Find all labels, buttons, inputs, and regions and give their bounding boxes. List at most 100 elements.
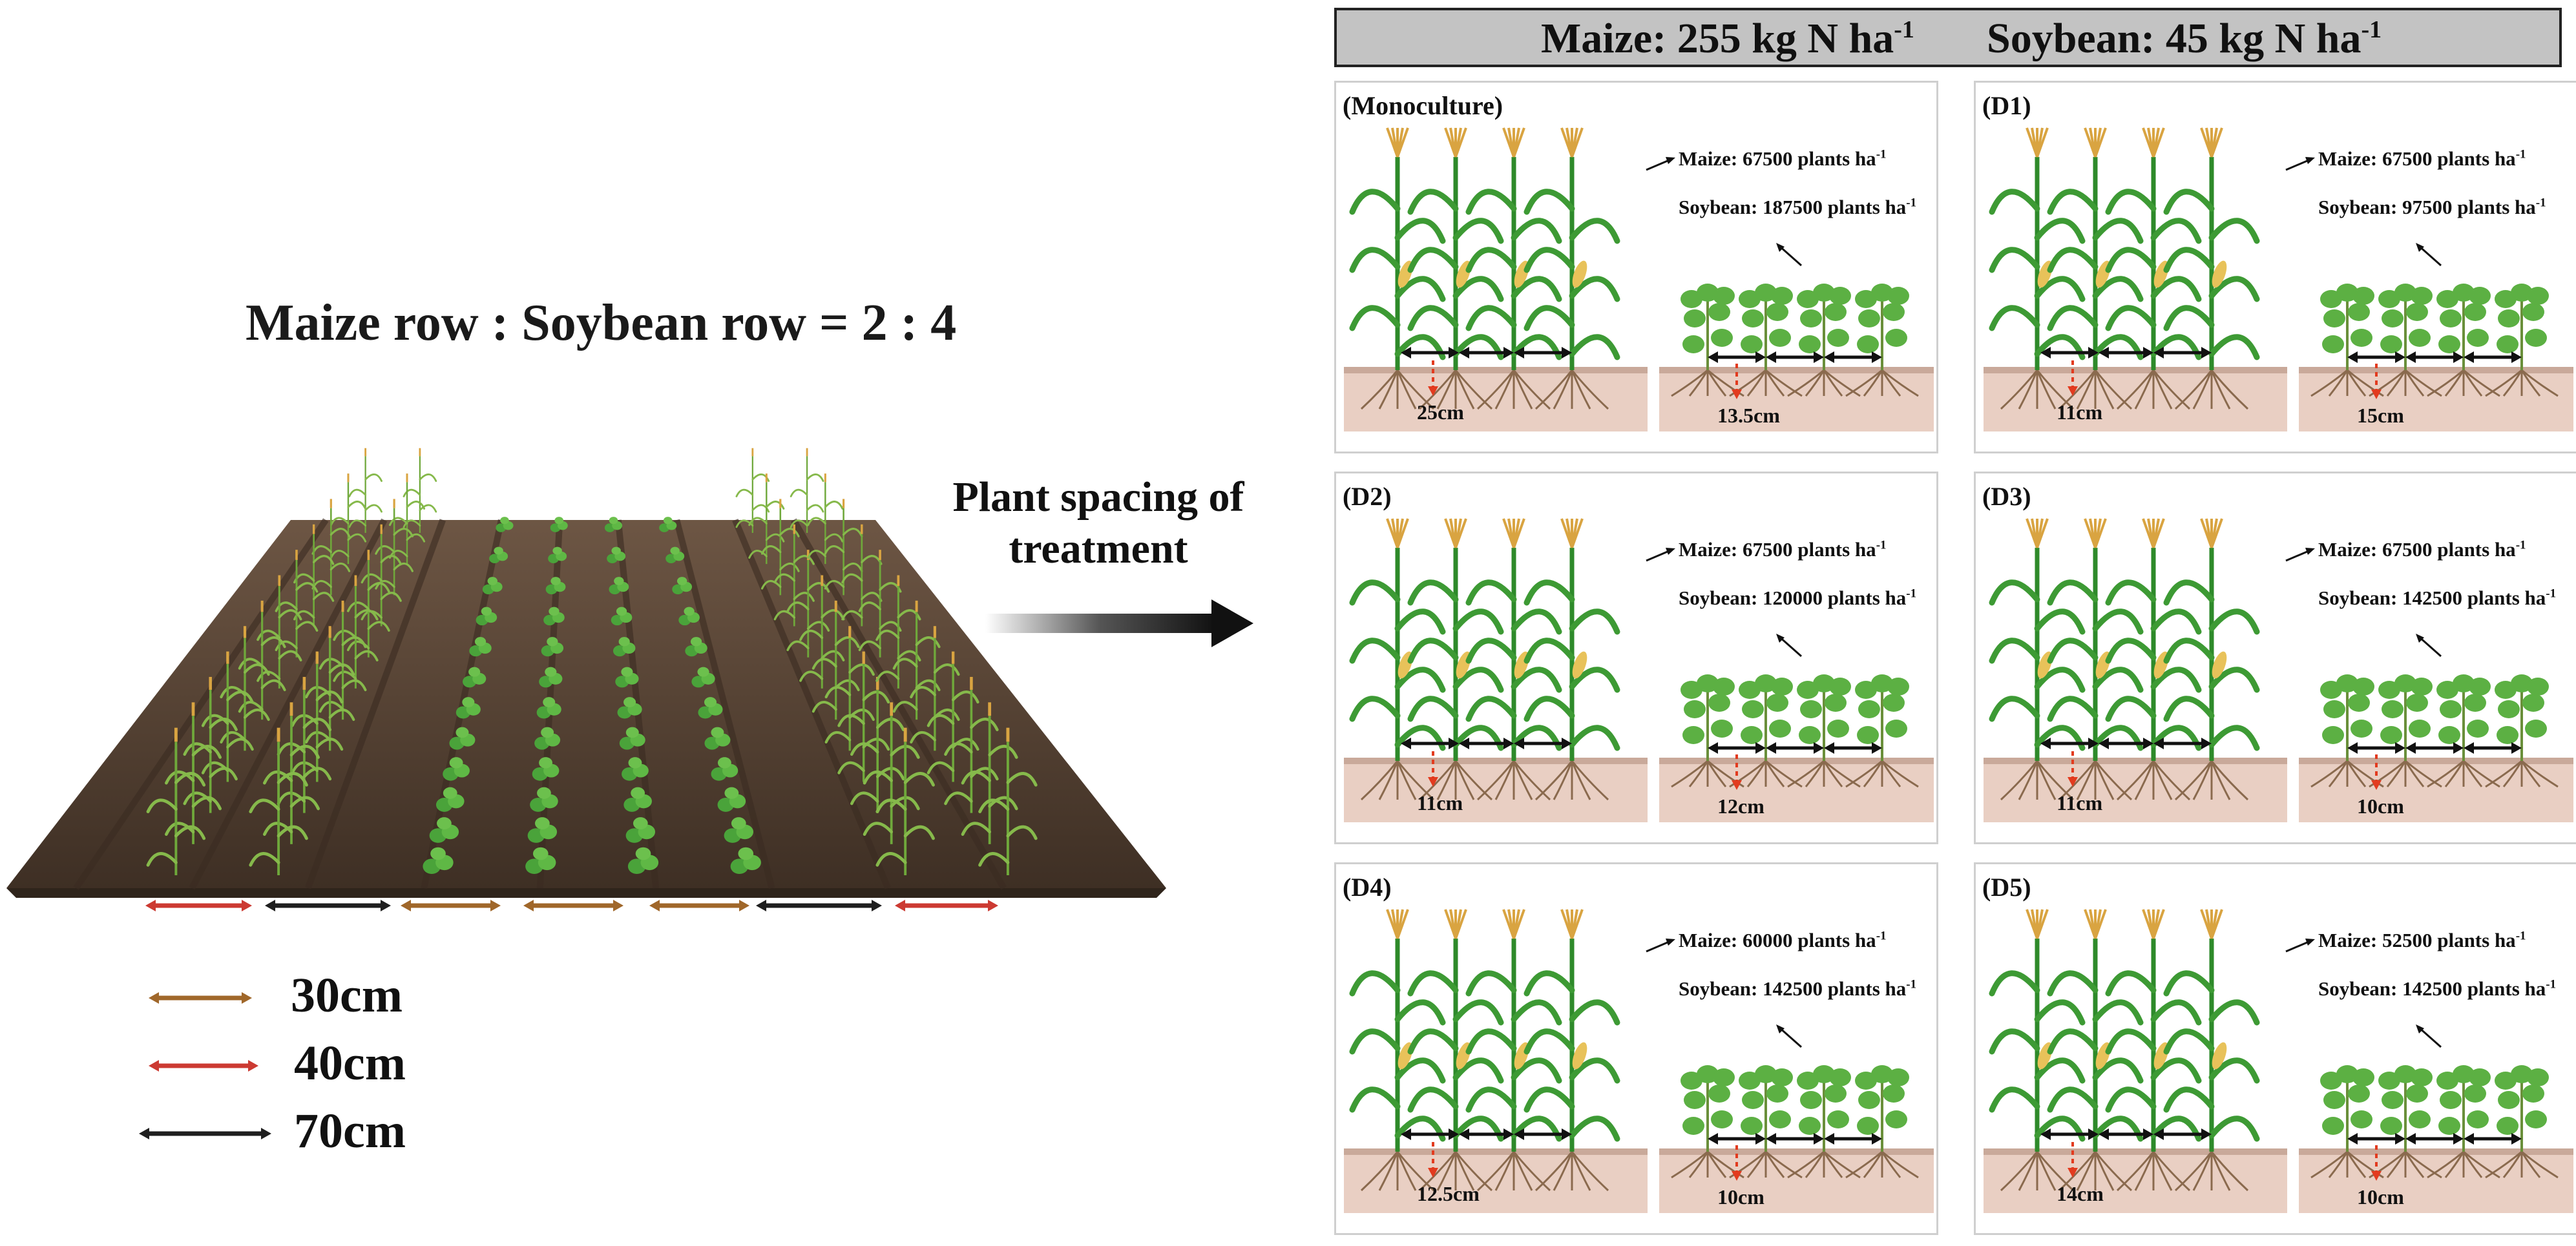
header-maize-n: Maize: 255 kg N ha-1: [1541, 15, 1914, 62]
maize-plant: [2163, 518, 2260, 761]
soybean-plant: [1681, 674, 1735, 761]
soybean-density-label: Soybean: 142500 plants ha-1: [1679, 977, 1917, 1000]
soybean-plant: [2495, 1065, 2549, 1152]
maize-plant: [2047, 909, 2144, 1152]
maize-plant: [1407, 127, 1504, 370]
soybean-spacing-label: 13.5cm: [1717, 404, 1780, 427]
maize-plant: [1349, 909, 1446, 1152]
panel-label: (D2): [1343, 482, 1392, 511]
soybean-spacing-label: 10cm: [2357, 1185, 2404, 1209]
maize-spacing-label: 14cm: [2057, 1182, 2104, 1205]
maize-plant: [2105, 518, 2202, 761]
panel-label: (D5): [1982, 873, 2031, 902]
legend-label-70cm: 70cm: [294, 1104, 406, 1158]
panel-illustration: [1344, 909, 1934, 1213]
soybean-plant: [2320, 1065, 2374, 1152]
panel-illustration: [1344, 518, 1934, 822]
maize-plant: [1524, 127, 1620, 370]
soybean-plant: [2378, 674, 2433, 761]
maize-plant: [1465, 909, 1562, 1152]
maize-density-label: Maize: 67500 plants ha-1: [1679, 147, 1887, 170]
soybean-spacing-label: 12cm: [1717, 794, 1764, 818]
maize-density-label: Maize: 52500 plants ha-1: [2318, 929, 2526, 951]
soybean-plant: [2436, 1065, 2491, 1152]
maize-spacing-label: 11cm: [1417, 791, 1463, 815]
soil-edge: [6, 888, 1166, 898]
panel-illustration: [1984, 127, 2573, 431]
legend-arrows: [139, 992, 271, 1139]
soybean-plant: [2436, 284, 2491, 370]
soybean-density-label: Soybean: 142500 plants ha-1: [2318, 587, 2557, 609]
maize-plant: [2163, 127, 2260, 370]
arrow-label: Plant spacing of treatment: [937, 472, 1260, 575]
right-arrow-icon: [985, 599, 1253, 647]
maize-plant: [1465, 518, 1562, 761]
soybean-density-label: Soybean: 97500 plants ha-1: [2318, 196, 2546, 218]
maize-density-label: Maize: 67500 plants ha-1: [2318, 147, 2526, 170]
soybean-plant: [1797, 1065, 1851, 1152]
soybean-plant: [1739, 284, 1793, 370]
soybean-plant: [1855, 1065, 1909, 1152]
soybean-plant: [2378, 284, 2433, 370]
maize-plant: [1407, 518, 1504, 761]
field-title: Maize row : Soybean row = 2 : 4: [246, 295, 957, 351]
maize-plant: [2105, 127, 2202, 370]
soybean-plant: [2436, 674, 2491, 761]
legend-label-40cm: 40cm: [294, 1036, 406, 1090]
field-plants: [146, 448, 1038, 875]
soybean-plant: [1739, 1065, 1793, 1152]
soybean-plant: [1797, 674, 1851, 761]
maize-plant: [2163, 909, 2260, 1152]
soybean-plant: [2320, 674, 2374, 761]
soybean-spacing-label: 10cm: [1717, 1185, 1764, 1209]
soybean-density-label: Soybean: 142500 plants ha-1: [2318, 977, 2557, 1000]
panel-label: (D1): [1982, 91, 2031, 120]
soybean-plant: [1855, 284, 1909, 370]
nitrogen-header-bar: [1334, 8, 2562, 67]
panel-label: (D3): [1982, 482, 2031, 511]
legend-label-30cm: 30cm: [291, 968, 403, 1023]
arrow-label-line1: Plant spacing of: [952, 473, 1244, 521]
field-illustration: [6, 448, 1166, 911]
soybean-spacing-label: 10cm: [2357, 794, 2404, 818]
soybean-plant: [1855, 674, 1909, 761]
soybean-plant: [1739, 674, 1793, 761]
panel-illustration: [1984, 518, 2573, 822]
maize-spacing-label: 12.5cm: [1417, 1182, 1480, 1205]
row-spacing-arrows: [145, 900, 998, 911]
soybean-plant: [1681, 1065, 1735, 1152]
maize-spacing-label: 25cm: [1417, 400, 1464, 424]
panel-label: (Monoculture): [1343, 91, 1503, 120]
maize-plant: [2047, 518, 2144, 761]
arrow-label-line2: treatment: [1009, 525, 1188, 572]
panel-illustration: [1984, 909, 2573, 1213]
maize-spacing-label: 11cm: [2057, 791, 2103, 815]
maize-plant: [1524, 909, 1620, 1152]
maize-plant: [1524, 518, 1620, 761]
panel-illustration: [1344, 127, 1934, 431]
maize-spacing-label: 11cm: [2057, 400, 2103, 424]
maize-density-label: Maize: 67500 plants ha-1: [1679, 538, 1887, 561]
soybean-plant: [2378, 1065, 2433, 1152]
soybean-plant: [2495, 284, 2549, 370]
maize-plant: [1989, 909, 2086, 1152]
maize-plant: [1349, 127, 1446, 370]
maize-plant: [1407, 909, 1504, 1152]
soybean-plant: [2495, 674, 2549, 761]
panel-label: (D4): [1343, 873, 1392, 902]
maize-density-label: Maize: 60000 plants ha-1: [1679, 929, 1887, 951]
soybean-density-label: Soybean: 120000 plants ha-1: [1679, 587, 1917, 609]
soybean-plant: [1797, 284, 1851, 370]
soybean-plant: [1681, 284, 1735, 370]
soybean-plant: [2320, 284, 2374, 370]
maize-plant: [1349, 518, 1446, 761]
soybean-density-label: Soybean: 187500 plants ha-1: [1679, 196, 1917, 218]
header-soybean-n: Soybean: 45 kg N ha-1: [1987, 15, 2382, 62]
maize-density-label: Maize: 67500 plants ha-1: [2318, 538, 2526, 561]
